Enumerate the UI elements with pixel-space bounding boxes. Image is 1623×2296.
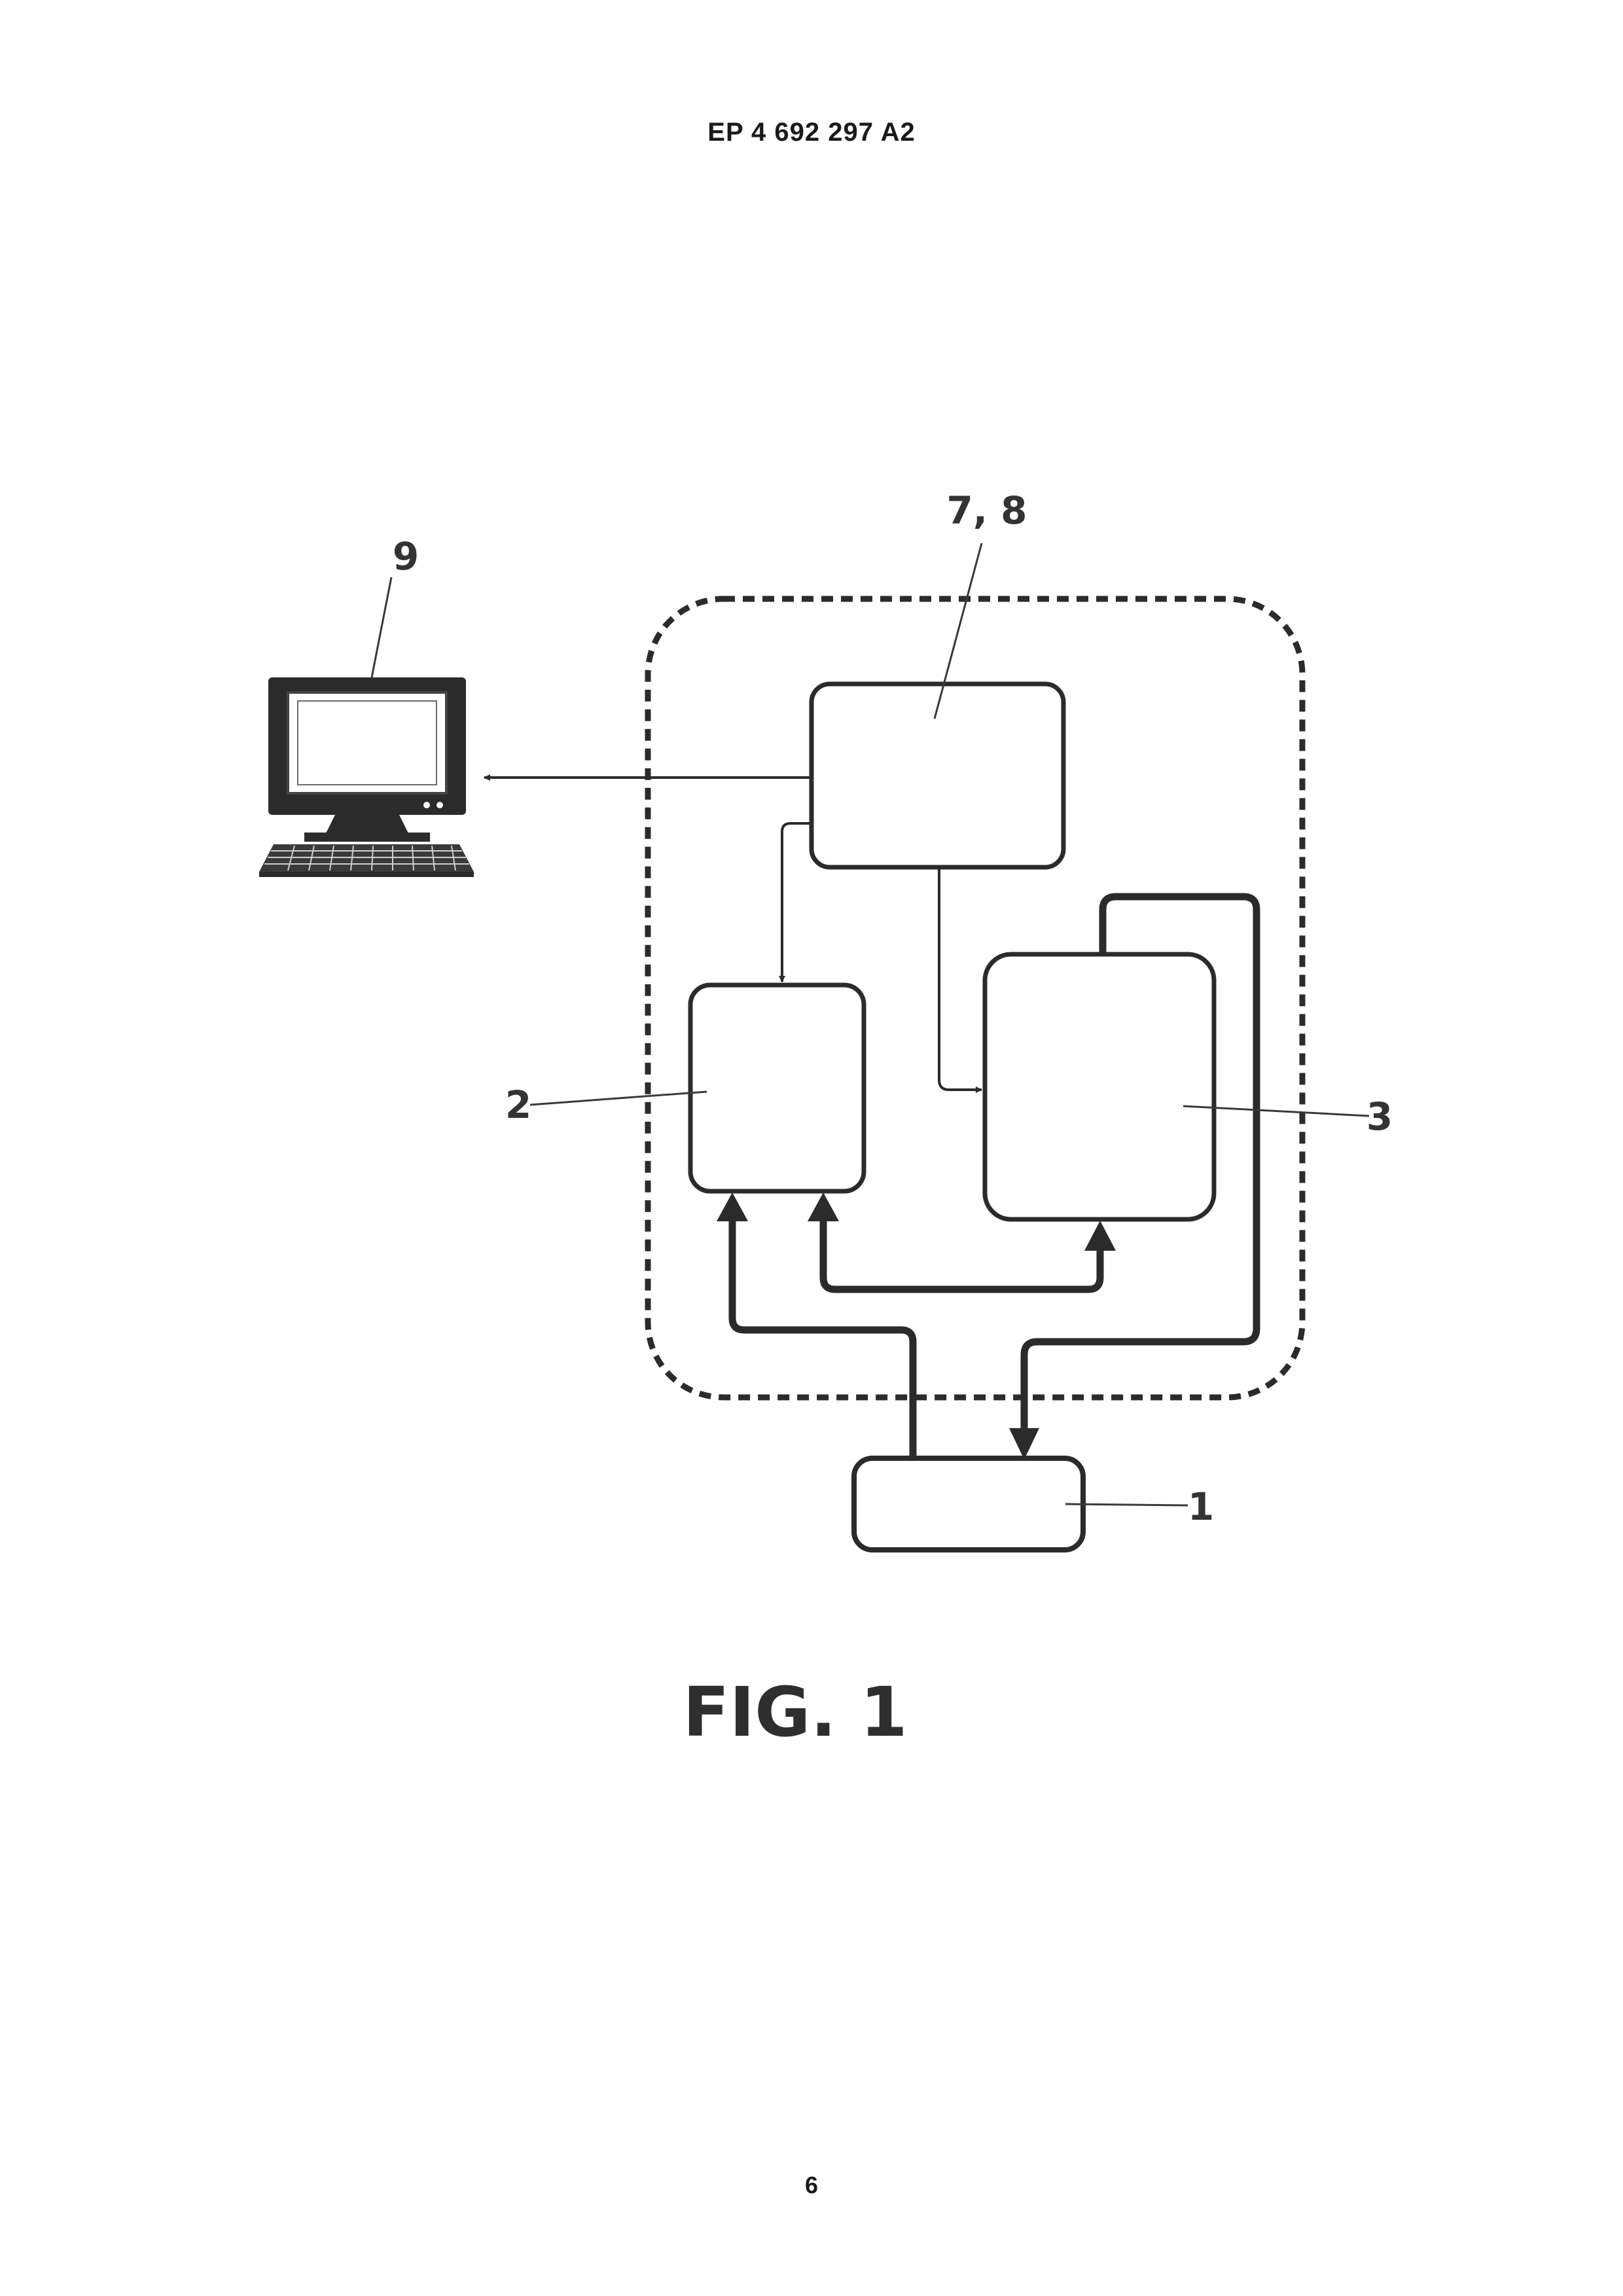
ref-label-2: 2 (505, 1083, 531, 1127)
flow-block-2-block-3-bidirectional (823, 1217, 1100, 1289)
ref-label-3: 3 (1366, 1094, 1393, 1139)
ref-label-9: 9 (393, 534, 419, 579)
figure-caption: FIG. 1 (683, 1672, 907, 1752)
page-number: 6 (0, 2172, 1623, 2199)
signal-arrow-to-block-2 (782, 823, 812, 982)
ref-label-7-8: 7, 8 (947, 488, 1027, 533)
block-1 (854, 1458, 1083, 1550)
ref-label-1: 1 (1188, 1484, 1214, 1529)
leader-line-1 (1065, 1504, 1188, 1505)
block-3 (985, 954, 1214, 1219)
desktop-computer-icon (259, 677, 474, 877)
arrowhead-into-block-1 (1009, 1428, 1039, 1460)
signal-arrow-to-block-3 (939, 867, 982, 1090)
leader-line-2 (530, 1092, 707, 1105)
arrowhead-into-block-2-left (717, 1193, 748, 1221)
arrowhead-into-block-2-right (808, 1193, 839, 1221)
leader-line-9 (372, 577, 391, 677)
arrowhead-into-block-3 (1084, 1221, 1116, 1251)
block-2 (690, 985, 864, 1191)
